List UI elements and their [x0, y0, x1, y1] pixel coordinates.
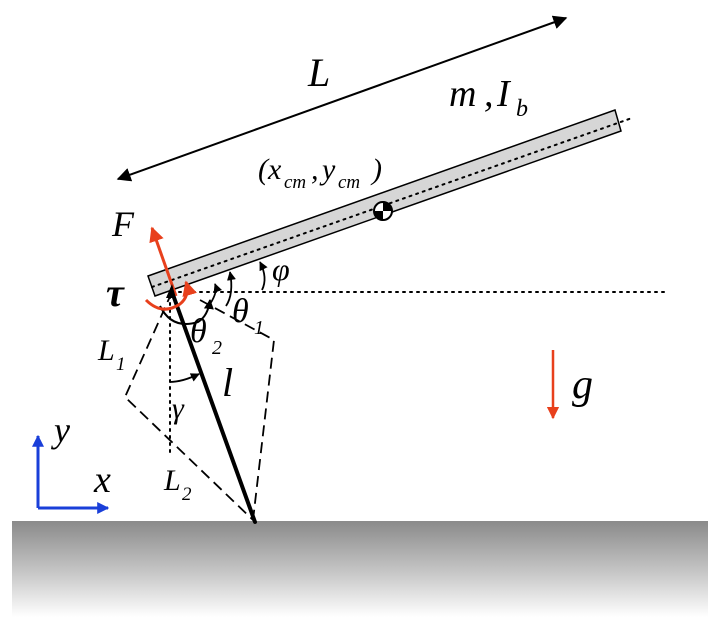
cm-y-subscript: cm	[338, 172, 360, 193]
cm-x-label: x	[267, 153, 282, 186]
cm-close-paren: )	[370, 153, 382, 186]
torque-arrow	[144, 280, 197, 311]
inertia-label: I	[496, 73, 512, 115]
mass-separator: ,	[484, 73, 494, 115]
cm-x-subscript: cm	[284, 172, 306, 193]
axis-x-label: x	[93, 459, 111, 501]
leg-link-right	[199, 299, 275, 521]
leg-link-left	[123, 291, 254, 521]
axis-y-label: y	[51, 410, 70, 450]
theta1-angle-arc	[209, 283, 223, 305]
gamma-label: γ	[172, 392, 185, 425]
length-label: L	[307, 50, 330, 95]
torque-label: τ	[106, 270, 125, 315]
gravity-label: g	[572, 362, 593, 408]
cm-separator: ,	[311, 153, 319, 186]
mass-label: m	[449, 73, 476, 115]
leg	[170, 290, 257, 524]
body-centerline	[151, 117, 633, 288]
length-arrow	[116, 15, 568, 182]
theta2-label: θ	[190, 313, 207, 350]
theta1-subscript: 1	[254, 317, 264, 339]
L2-subscript: 2	[182, 484, 192, 505]
joint-marker	[166, 284, 176, 298]
theta2-subscript: 2	[212, 337, 222, 359]
center-of-mass-marker	[373, 201, 393, 221]
cm-y-label: y	[319, 153, 336, 186]
force-label: F	[111, 204, 135, 244]
leg-length-label: l	[222, 360, 233, 405]
ground	[12, 521, 708, 617]
L1-label: L	[97, 334, 115, 367]
gamma-angle-arc	[169, 373, 200, 383]
theta1-label: θ	[232, 293, 249, 330]
L2-label: L	[163, 464, 181, 497]
theta2-angle-arc	[159, 299, 214, 325]
phi-label: φ	[272, 251, 290, 287]
theta1-angle-arc-outer	[225, 271, 236, 307]
inertia-subscript: b	[516, 96, 528, 122]
cm-open-paren: (	[258, 153, 270, 186]
phi-angle-arc	[259, 261, 268, 291]
L1-subscript: 1	[116, 354, 126, 375]
